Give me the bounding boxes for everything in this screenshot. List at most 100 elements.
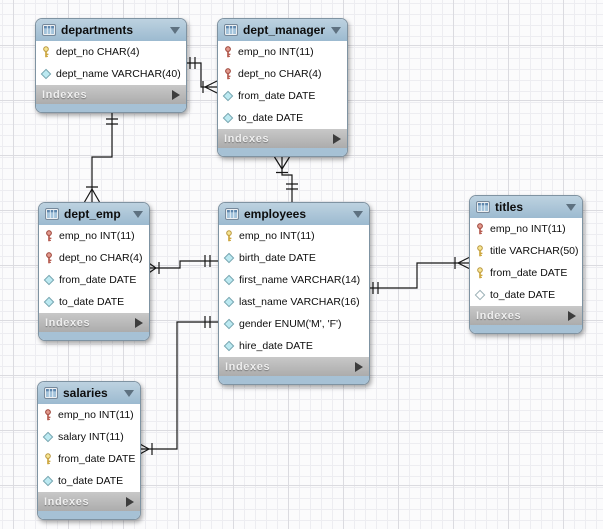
triangle-down-icon[interactable] [353, 210, 363, 218]
not-null-column-diamond-icon [223, 318, 235, 330]
column-row[interactable]: from_date DATE [38, 448, 140, 470]
indexes-bar[interactable]: Indexes [218, 129, 347, 148]
column-row[interactable]: dept_no CHAR(4) [218, 63, 347, 85]
primary-foreign-key-icon [44, 409, 52, 421]
table-title: departments [61, 23, 134, 37]
column-row[interactable]: salary INT(11) [38, 426, 140, 448]
table-title: titles [495, 200, 524, 214]
primary-key-icon [42, 46, 50, 58]
column-row[interactable]: to_date DATE [38, 470, 140, 492]
table-salaries[interactable]: salaries emp_no INT(11) salary INT(11) f… [37, 381, 141, 520]
table-header[interactable]: dept_manager [218, 19, 347, 41]
triangle-right-icon [126, 496, 134, 507]
table-grid-icon [44, 387, 58, 399]
column-row[interactable]: last_name VARCHAR(16) [219, 291, 369, 313]
table-header[interactable]: employees [219, 203, 369, 225]
table-footer [470, 325, 582, 333]
not-null-column-diamond-icon [222, 90, 234, 102]
not-null-column-diamond-icon [223, 252, 235, 264]
table-dept-emp[interactable]: dept_emp emp_no INT(11) dept_no CHAR(4) … [38, 202, 150, 341]
triangle-down-icon[interactable] [124, 389, 134, 397]
column-row[interactable]: from_date DATE [218, 85, 347, 107]
table-footer [39, 332, 149, 340]
table-grid-icon [224, 24, 238, 36]
column-row[interactable]: from_date DATE [470, 262, 582, 284]
triangle-right-icon [135, 317, 143, 328]
table-grid-icon [476, 201, 490, 213]
table-departments[interactable]: departments dept_no CHAR(4) dept_name VA… [35, 18, 187, 113]
column-row[interactable]: to_date DATE [470, 284, 582, 306]
relationship-employees-titles[interactable] [368, 256, 470, 294]
column-row[interactable]: to_date DATE [39, 291, 149, 313]
indexes-bar[interactable]: Indexes [36, 85, 186, 104]
not-null-column-diamond-icon [42, 475, 54, 487]
not-null-column-diamond-icon [223, 340, 235, 352]
primary-key-icon [476, 245, 484, 257]
table-employees[interactable]: employees emp_no INT(11) birth_date DATE… [218, 202, 370, 385]
triangle-down-icon[interactable] [170, 26, 180, 34]
column-row[interactable]: emp_no INT(11) [219, 225, 369, 247]
primary-foreign-key-icon [224, 68, 232, 80]
column-row[interactable]: title VARCHAR(50) [470, 240, 582, 262]
table-footer [218, 148, 347, 156]
table-title: salaries [63, 386, 108, 400]
column-row[interactable]: birth_date DATE [219, 247, 369, 269]
relationship-departments-dept_emp[interactable] [83, 113, 119, 203]
table-title: employees [244, 207, 307, 221]
not-null-column-diamond-icon [223, 296, 235, 308]
column-row[interactable]: dept_no CHAR(4) [36, 41, 186, 63]
triangle-down-icon[interactable] [331, 26, 341, 34]
table-header[interactable]: salaries [38, 382, 140, 404]
table-footer [219, 376, 369, 384]
primary-foreign-key-icon [224, 46, 232, 58]
relationship-employees-dept_manager[interactable] [273, 156, 299, 202]
nullable-column-diamond-icon [474, 289, 486, 301]
table-header[interactable]: dept_emp [39, 203, 149, 225]
table-footer [36, 104, 186, 112]
triangle-down-icon[interactable] [133, 210, 143, 218]
not-null-column-diamond-icon [42, 431, 54, 443]
table-grid-icon [45, 208, 59, 220]
column-row[interactable]: emp_no INT(11) [470, 218, 582, 240]
column-row[interactable]: first_name VARCHAR(14) [219, 269, 369, 291]
not-null-column-diamond-icon [222, 112, 234, 124]
table-header[interactable]: departments [36, 19, 186, 41]
column-row[interactable]: gender ENUM('M', 'F') [219, 313, 369, 335]
primary-key-icon [476, 267, 484, 279]
not-null-column-diamond-icon [43, 296, 55, 308]
primary-foreign-key-icon [45, 252, 53, 264]
column-row[interactable]: hire_date DATE [219, 335, 369, 357]
primary-foreign-key-icon [45, 230, 53, 242]
column-row[interactable]: emp_no INT(11) [38, 404, 140, 426]
table-titles[interactable]: titles emp_no INT(11) title VARCHAR(50) … [469, 195, 583, 334]
column-row[interactable]: from_date DATE [39, 269, 149, 291]
table-title: dept_emp [64, 207, 121, 221]
primary-key-icon [225, 230, 233, 242]
column-row[interactable]: dept_name VARCHAR(40) [36, 63, 186, 85]
table-dept-manager[interactable]: dept_manager emp_no INT(11) dept_no CHAR… [217, 18, 348, 157]
triangle-right-icon [333, 133, 341, 144]
relationship-employees-dept_emp[interactable] [147, 255, 218, 274]
not-null-column-diamond-icon [223, 274, 235, 286]
table-grid-icon [42, 24, 56, 36]
indexes-bar[interactable]: Indexes [38, 492, 140, 511]
triangle-right-icon [355, 361, 363, 372]
table-title: dept_manager [243, 23, 326, 37]
indexes-bar[interactable]: Indexes [39, 313, 149, 332]
table-header[interactable]: titles [470, 196, 582, 218]
column-row[interactable]: to_date DATE [218, 107, 347, 129]
column-row[interactable]: emp_no INT(11) [39, 225, 149, 247]
relationship-departments-dept_manager[interactable] [185, 57, 218, 94]
relationship-employees-salaries[interactable] [138, 316, 218, 456]
triangle-right-icon [568, 310, 576, 321]
table-footer [38, 511, 140, 519]
indexes-bar[interactable]: Indexes [470, 306, 582, 325]
column-row[interactable]: dept_no CHAR(4) [39, 247, 149, 269]
not-null-column-diamond-icon [40, 68, 52, 80]
triangle-down-icon[interactable] [566, 203, 576, 211]
column-row[interactable]: emp_no INT(11) [218, 41, 347, 63]
triangle-right-icon [172, 89, 180, 100]
indexes-bar[interactable]: Indexes [219, 357, 369, 376]
